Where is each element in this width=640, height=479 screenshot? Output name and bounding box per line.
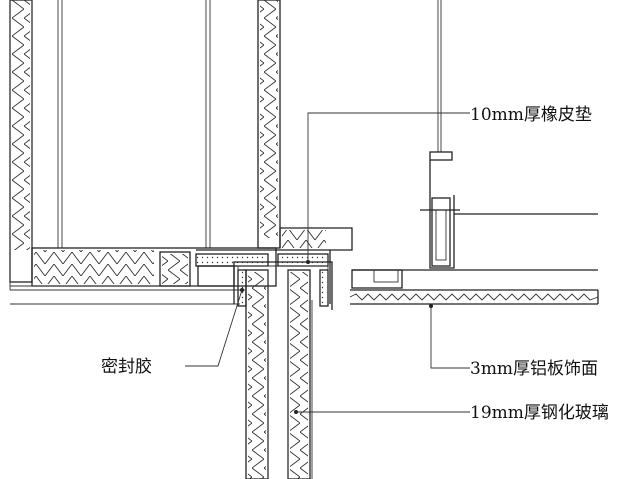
label-sealant: 密封胶 bbox=[101, 357, 152, 377]
label-aluminum-panel: 3mm厚铝板饰面 bbox=[470, 359, 598, 379]
label-glass: 19mm厚钢化玻璃 bbox=[470, 403, 609, 423]
label-rubber-pad: 10mm厚橡皮垫 bbox=[470, 105, 592, 125]
tempered-glass-panes bbox=[245, 269, 313, 479]
leader-lines bbox=[185, 112, 470, 414]
top-cap-profile bbox=[196, 227, 353, 304]
left-wall-board bbox=[9, 0, 33, 290]
bottom-board bbox=[10, 247, 277, 305]
right-wall-board bbox=[257, 0, 281, 249]
hanger-bracket bbox=[420, 0, 598, 269]
aluminum-panel bbox=[349, 289, 599, 305]
inner-frame-lines bbox=[57, 0, 211, 249]
rail-profile bbox=[351, 269, 598, 289]
